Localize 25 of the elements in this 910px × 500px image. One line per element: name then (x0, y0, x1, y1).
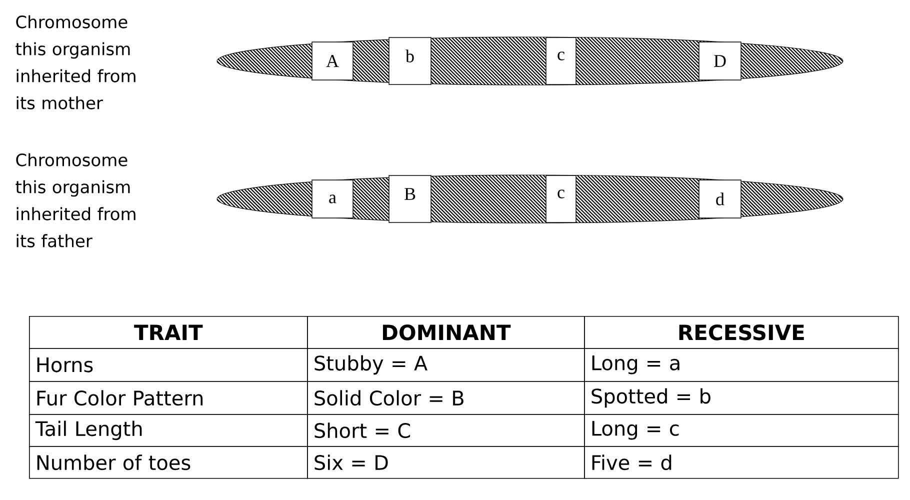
table-cell: Long = c (584, 414, 899, 447)
table-cell: Solid Color = B (307, 381, 585, 415)
table-cell: Horns (29, 348, 308, 382)
table-cell: Spotted = b (584, 381, 899, 415)
table-cell: Number of toes (29, 446, 308, 479)
gene-box: A (312, 42, 354, 80)
chromosome-caption: Chromosome this organism inherited from its mother (16, 15, 136, 110)
gene-box: b (388, 37, 432, 85)
gene-box: d (698, 180, 742, 218)
chromosome-caption: Chromosome this organism inherited from its father (16, 153, 136, 248)
table-cell: Tail Length (29, 414, 308, 447)
table-header-cell: TRAIT (29, 316, 308, 349)
gene-box: c (546, 175, 576, 223)
gene-box: c (546, 37, 576, 85)
table-header-cell: DOMINANT (307, 316, 585, 349)
table-cell: Stubby = A (307, 348, 585, 382)
table-cell: Five = d (584, 446, 899, 479)
gene-box: D (698, 42, 742, 80)
table-cell: Short = C (307, 414, 585, 447)
table-header-cell: RECESSIVE (584, 316, 899, 349)
gene-box: a (312, 180, 354, 218)
table-cell: Six = D (307, 446, 585, 479)
table-cell: Fur Color Pattern (29, 381, 308, 415)
gene-box: B (388, 175, 432, 223)
table-cell: Long = a (584, 348, 899, 382)
